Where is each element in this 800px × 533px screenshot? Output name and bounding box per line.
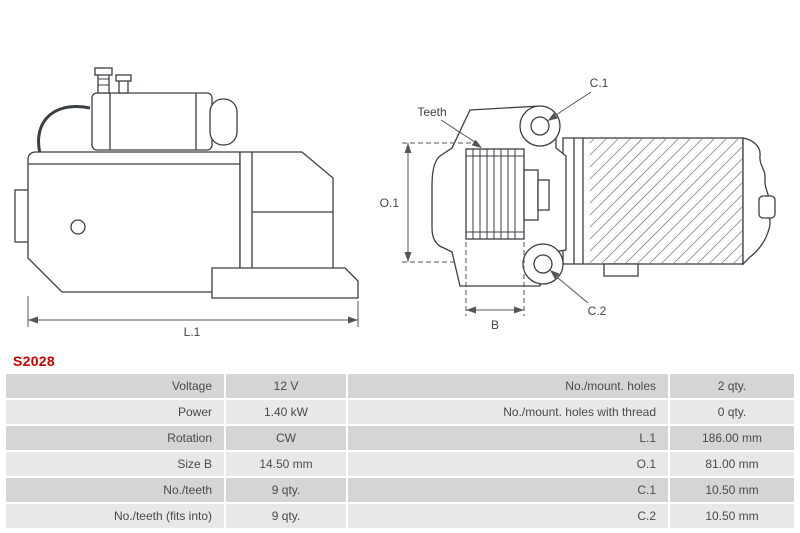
mount-foot <box>211 267 359 299</box>
spec-label-size-b: Size B <box>6 452 224 476</box>
cable <box>37 105 91 161</box>
spec-value-o1: 81.00 mm <box>670 452 794 476</box>
spec-label-l1: L.1 <box>348 426 668 450</box>
spec-value-c1: 10.50 mm <box>670 478 794 502</box>
spec-value-mount-holes-thread: 0 qty. <box>670 400 794 424</box>
spec-value-size-b: 14.50 mm <box>226 452 346 476</box>
spec-label-c2: C.2 <box>348 504 668 528</box>
spec-label-teeth: No./teeth <box>6 478 224 502</box>
mount-hole-top <box>530 116 550 136</box>
terminal-stud <box>97 72 110 94</box>
dimension-o1 <box>402 142 478 263</box>
body-hole <box>70 219 86 235</box>
shaft-end <box>758 195 776 219</box>
spec-label-power: Power <box>6 400 224 424</box>
spec-label-voltage: Voltage <box>6 374 224 398</box>
label-c2: C.2 <box>588 304 607 318</box>
bottom-tab <box>603 263 639 277</box>
gear-shaft <box>523 169 539 221</box>
spec-label-mount-holes-thread: No./mount. holes with thread <box>348 400 668 424</box>
solenoid-end-cap <box>209 98 238 146</box>
motor-body <box>27 151 241 293</box>
front-view-drawing <box>431 105 776 287</box>
spec-value-teeth: 9 qty. <box>226 478 346 502</box>
label-o1: O.1 <box>380 196 400 210</box>
spec-value-c2: 10.50 mm <box>670 504 794 528</box>
motor-yoke <box>562 137 744 265</box>
callout-teeth <box>440 119 482 148</box>
spec-label-rotation: Rotation <box>6 426 224 450</box>
spec-label-o1: O.1 <box>348 452 668 476</box>
spec-label-teeth-fits-into: No./teeth (fits into) <box>6 504 224 528</box>
label-b: B <box>491 318 499 332</box>
label-l1: L.1 <box>184 325 201 339</box>
spec-value-rotation: CW <box>226 426 346 450</box>
callout-c1 <box>547 91 592 121</box>
gear-teeth-lines <box>466 149 524 239</box>
spec-label-c1: C.1 <box>348 478 668 502</box>
dimension-b <box>465 242 525 316</box>
side-view-drawing <box>14 67 359 299</box>
dimension-l1 <box>27 296 359 327</box>
spec-value-teeth-fits-into: 9 qty. <box>226 504 346 528</box>
spec-value-voltage: 12 V <box>226 374 346 398</box>
label-teeth: Teeth <box>417 105 446 119</box>
side-tab <box>14 189 30 243</box>
spec-label-mount-holes: No./mount. holes <box>348 374 668 398</box>
spec-value-power: 1.40 kW <box>226 400 346 424</box>
terminal-stud-small <box>118 79 129 94</box>
spec-value-l1: 186.00 mm <box>670 426 794 450</box>
spec-value-mount-holes: 2 qty. <box>670 374 794 398</box>
motor-hatching <box>589 138 743 264</box>
part-code: S2028 <box>13 353 55 369</box>
spec-table: Voltage 12 V No./mount. holes 2 qty. Pow… <box>6 374 794 528</box>
callout-c2 <box>549 269 589 304</box>
technical-drawing: L.1 O.1 B Teeth <box>14 67 776 339</box>
label-c1: C.1 <box>590 76 609 90</box>
mount-hole-bottom <box>533 254 553 274</box>
